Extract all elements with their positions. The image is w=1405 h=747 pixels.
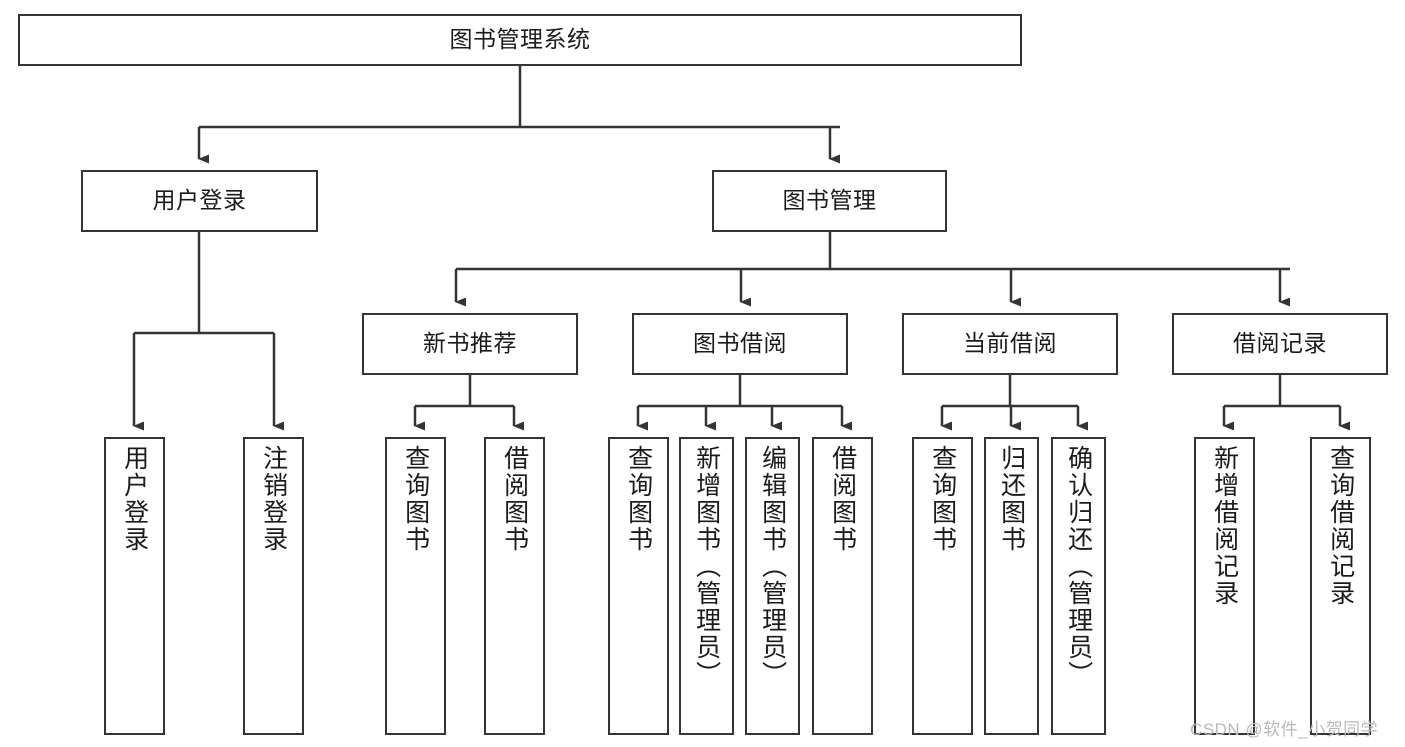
leaf-confirm-return-admin[interactable]: 确认归还（管理员） [1051,437,1106,735]
leaf-borrow-book-recommendation[interactable]: 借阅图书 [484,437,545,735]
leaf-borrow-book-label: 借阅图书 [828,445,857,553]
node-current-borrow-label: 当前借阅 [963,330,1057,357]
leaf-query-book-current[interactable]: 查询图书 [912,437,973,735]
leaf-return-book-label: 归还图书 [997,445,1026,553]
leaf-query-book-recommendation-label: 查询图书 [401,445,430,553]
node-user-login[interactable]: 用户登录 [81,170,318,232]
leaf-user-login[interactable]: 用户登录 [104,437,165,735]
node-user-login-label: 用户登录 [152,187,247,214]
csdn-watermark: CSDN @软件_小贺同学 [1190,720,1379,739]
leaf-logout-label: 注销登录 [259,445,288,553]
node-book-manage[interactable]: 图书管理 [712,170,947,232]
leaf-edit-book-admin[interactable]: 编辑图书（管理员） [745,437,800,735]
leaf-user-login-label: 用户登录 [120,445,149,553]
node-root-label: 图书管理系统 [449,26,591,53]
leaf-borrow-book[interactable]: 借阅图书 [812,437,873,735]
leaf-return-book[interactable]: 归还图书 [984,437,1039,735]
leaf-add-book-admin[interactable]: 新增图书（管理员） [679,437,734,735]
leaf-query-book-current-label: 查询图书 [928,445,957,553]
node-book-borrow-label: 图书借阅 [693,330,787,357]
leaf-add-borrow-record-label: 新增借阅记录 [1210,445,1239,607]
leaf-query-borrow-record[interactable]: 查询借阅记录 [1310,437,1371,735]
node-current-borrow[interactable]: 当前借阅 [902,313,1118,375]
leaf-query-borrow-record-label: 查询借阅记录 [1326,445,1355,607]
leaf-add-book-admin-label: 新增图书（管理员） [692,445,721,688]
leaf-query-book-recommendation[interactable]: 查询图书 [385,437,446,735]
node-new-book-recommendation-label: 新书推荐 [423,330,517,357]
node-book-borrow[interactable]: 图书借阅 [632,313,848,375]
leaf-add-borrow-record[interactable]: 新增借阅记录 [1194,437,1255,735]
leaf-confirm-return-admin-label: 确认归还（管理员） [1064,445,1093,688]
leaf-logout[interactable]: 注销登录 [243,437,304,735]
node-new-book-recommendation[interactable]: 新书推荐 [362,313,578,375]
leaf-query-book-borrow[interactable]: 查询图书 [608,437,669,735]
leaf-query-book-borrow-label: 查询图书 [624,445,653,553]
node-borrow-record-label: 借阅记录 [1233,330,1327,357]
node-book-manage-label: 图书管理 [782,187,877,214]
node-root[interactable]: 图书管理系统 [18,14,1022,66]
leaf-edit-book-admin-label: 编辑图书（管理员） [758,445,787,688]
node-borrow-record[interactable]: 借阅记录 [1172,313,1388,375]
leaf-borrow-book-recommendation-label: 借阅图书 [500,445,529,553]
